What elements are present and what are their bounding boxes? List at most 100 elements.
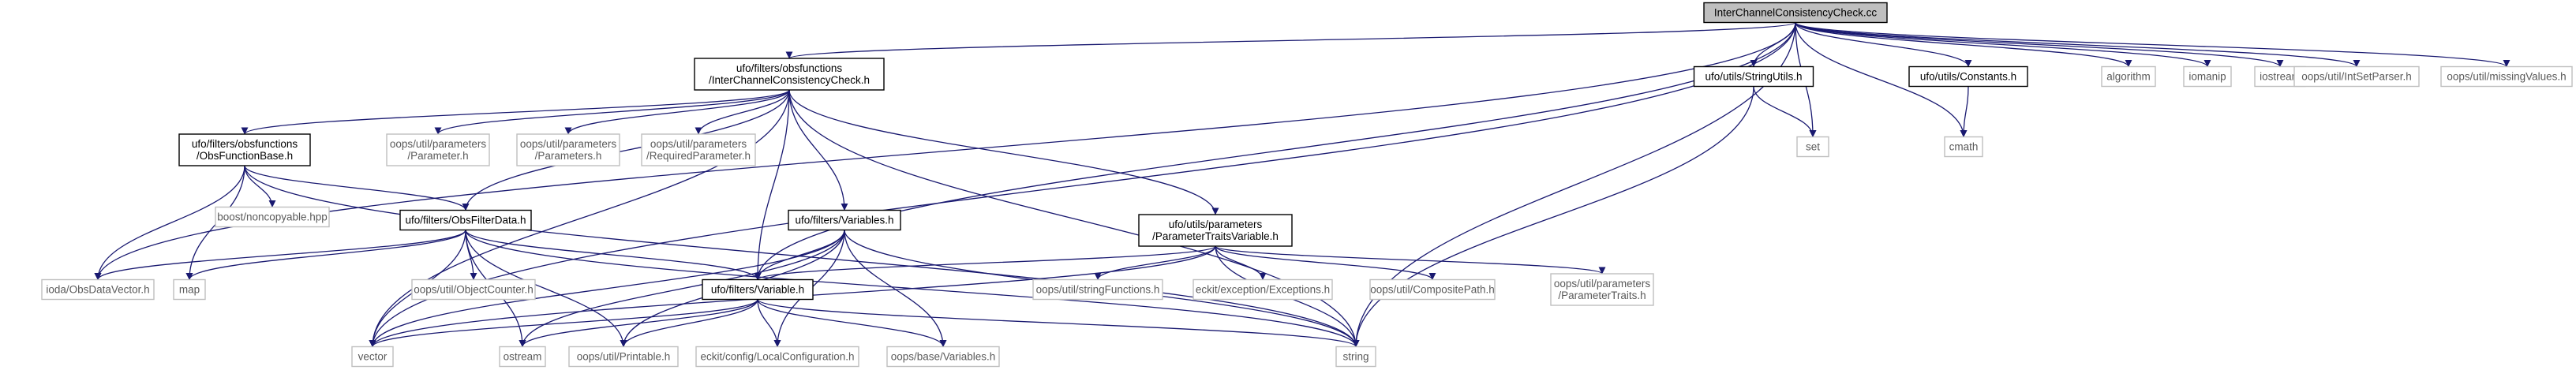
node-label: ufo/filters/Variable.h bbox=[711, 284, 804, 296]
node-label: string bbox=[1342, 351, 1368, 363]
edge-root-to-missing bbox=[1795, 21, 2510, 68]
node-box bbox=[702, 278, 814, 301]
node-root[interactable]: InterChannelConsistencyCheck.cc bbox=[1703, 2, 1888, 24]
node-variables[interactable]: ufo/filters/Variables.h bbox=[788, 209, 901, 231]
node-box bbox=[351, 346, 394, 368]
node-label: ufo/utils/StringUtils.h bbox=[1705, 71, 1802, 83]
node-box bbox=[886, 346, 1000, 368]
edge-root-to-cmath bbox=[1795, 22, 1968, 137]
node-intset: oops/util/IntSetParser.h bbox=[2293, 65, 2420, 88]
node-box bbox=[173, 278, 206, 301]
node-label: set bbox=[1806, 141, 1820, 153]
edge-obsfilterdata-to-printable bbox=[465, 230, 627, 347]
node-box bbox=[178, 133, 311, 166]
graph-nodes: InterChannelConsistencyCheck.cc ufo/filte… bbox=[41, 2, 2573, 368]
node-iodavec: ioda/ObsDataVector.h bbox=[41, 278, 155, 301]
node-label: map bbox=[179, 284, 200, 296]
node-box bbox=[788, 209, 901, 231]
node-box bbox=[411, 278, 536, 301]
node-ich[interactable]: ufo/filters/obsfunctions/InterChannelCon… bbox=[694, 58, 885, 91]
node-label: oops/util/CompositePath.h bbox=[1370, 284, 1495, 296]
node-strutils[interactable]: ufo/utils/StringUtils.h bbox=[1693, 65, 1814, 88]
node-box bbox=[1138, 214, 1293, 247]
node-iomanip: iomanip bbox=[2183, 65, 2232, 88]
node-box bbox=[2293, 65, 2420, 88]
node-label: oops/util/missingValues.h bbox=[2447, 71, 2566, 83]
edge-variables-to-vector bbox=[369, 230, 845, 347]
node-label: boost/noncopyable.hpp bbox=[217, 211, 328, 223]
edge-ich-to-params bbox=[564, 89, 790, 135]
node-label: /InterChannelConsistencyCheck.h bbox=[709, 74, 870, 86]
node-set: set bbox=[1796, 136, 1829, 158]
edge-variable-to-ostream bbox=[519, 299, 758, 347]
edge-ptv-to-strfuncs bbox=[1094, 245, 1216, 280]
edge-root-to-iodavec bbox=[94, 22, 1796, 280]
node-box bbox=[215, 206, 330, 228]
node-label: ostream bbox=[504, 351, 542, 363]
node-label: oops/util/Printable.h bbox=[577, 351, 671, 363]
node-box bbox=[1032, 278, 1163, 301]
node-box bbox=[2183, 65, 2232, 88]
node-objcounter: oops/util/ObjectCounter.h bbox=[411, 278, 536, 301]
node-label: /ParameterTraitsVariable.h bbox=[1152, 230, 1279, 242]
node-missing: oops/util/missingValues.h bbox=[2440, 65, 2573, 88]
edge-ptv-to-comppath bbox=[1215, 245, 1436, 281]
node-obsfuncbase[interactable]: ufo/filters/obsfunctions/ObsFunctionBase… bbox=[178, 133, 311, 166]
node-box bbox=[1944, 136, 1983, 158]
edge-ich-to-obsfuncbase bbox=[241, 89, 790, 135]
node-algorithm: algorithm bbox=[2101, 65, 2156, 88]
node-box bbox=[2101, 65, 2156, 88]
node-label: /Parameter.h bbox=[407, 150, 468, 162]
edge-ptv-to-exceptions bbox=[1215, 245, 1267, 280]
edge-ich-to-obsfilterdata bbox=[462, 89, 790, 211]
node-box bbox=[641, 133, 756, 166]
edge-ptv-to-variable bbox=[754, 245, 1216, 281]
node-obsfilterdata[interactable]: ufo/filters/ObsFilterData.h bbox=[399, 209, 532, 231]
node-label: oops/util/parameters bbox=[390, 138, 487, 150]
node-label: oops/base/Variables.h bbox=[891, 351, 996, 363]
node-label: ioda/ObsDataVector.h bbox=[46, 284, 149, 296]
node-label: iomanip bbox=[2188, 71, 2226, 83]
node-box bbox=[516, 133, 620, 166]
edge-obsfuncbase-to-noncopy bbox=[244, 165, 276, 207]
node-label: oops/util/ObjectCounter.h bbox=[414, 284, 534, 296]
node-label: ufo/filters/obsfunctions bbox=[192, 138, 298, 150]
node-box bbox=[568, 346, 679, 368]
node-ptv[interactable]: ufo/utils/parameters/ParameterTraitsVari… bbox=[1138, 214, 1293, 247]
edge-variables-to-oopsvars bbox=[844, 230, 947, 347]
edge-ich-to-string bbox=[788, 89, 1360, 347]
node-box bbox=[1369, 278, 1496, 301]
node-box bbox=[386, 133, 490, 166]
node-constants[interactable]: ufo/utils/Constants.h bbox=[1908, 65, 2028, 88]
node-label: oops/util/IntSetParser.h bbox=[2301, 71, 2412, 83]
edge-variable-to-localconf bbox=[757, 299, 781, 347]
node-exceptions: eckit/exception/Exceptions.h bbox=[1193, 278, 1333, 301]
node-comppath: oops/util/CompositePath.h bbox=[1369, 278, 1496, 301]
edge-root-to-algorithm bbox=[1795, 21, 2132, 68]
node-printable: oops/util/Printable.h bbox=[568, 346, 679, 368]
node-label: ufo/utils/Constants.h bbox=[1920, 71, 2016, 83]
node-ostream: ostream bbox=[499, 346, 546, 368]
node-box bbox=[1693, 65, 1814, 88]
edge-obsfuncbase-to-obsfilterdata bbox=[244, 165, 470, 211]
node-label: oops/util/parameters bbox=[650, 138, 747, 150]
node-label: /RequiredParameter.h bbox=[646, 150, 751, 162]
node-paramtraits: oops/util/parameters/ParameterTraits.h bbox=[1550, 273, 1654, 306]
node-label: eckit/exception/Exceptions.h bbox=[1196, 284, 1330, 296]
node-box bbox=[1193, 278, 1333, 301]
edge-obsfilterdata-to-map bbox=[185, 230, 466, 280]
node-label: oops/util/parameters bbox=[520, 138, 617, 150]
node-box bbox=[399, 209, 532, 231]
edge-ich-to-ptv bbox=[788, 89, 1219, 215]
node-label: /Parameters.h bbox=[535, 150, 602, 162]
edge-variable-to-oopsvars bbox=[757, 299, 947, 347]
node-string: string bbox=[1335, 346, 1376, 368]
edge-strutils-to-set bbox=[1753, 86, 1817, 137]
edge-variable-to-vector bbox=[369, 299, 758, 347]
edge-strutils-to-string bbox=[1352, 86, 1754, 347]
node-label: ufo/filters/obsfunctions bbox=[736, 62, 843, 74]
node-box bbox=[41, 278, 155, 301]
node-box bbox=[1550, 273, 1654, 306]
node-variable[interactable]: ufo/filters/Variable.h bbox=[702, 278, 814, 301]
